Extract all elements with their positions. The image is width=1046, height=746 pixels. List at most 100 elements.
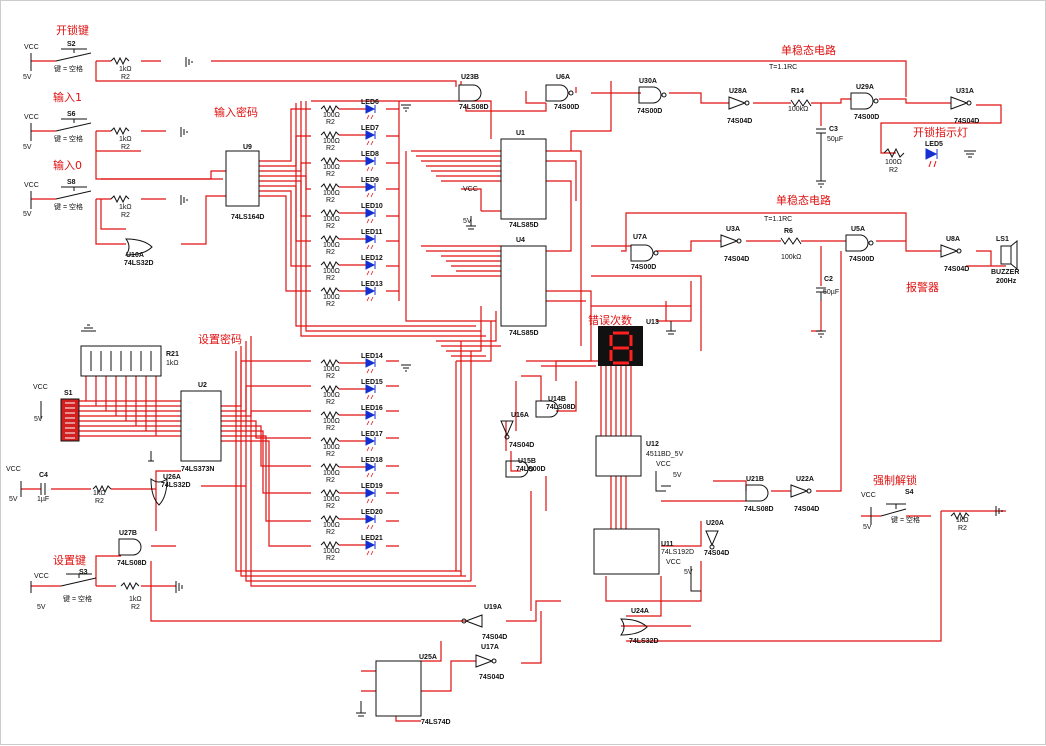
vcc-label: VCC [24,182,39,189]
resistor-value: 100Ω [323,216,340,223]
led-arrows [366,420,374,426]
gate-bubble [806,488,812,494]
switch-s2[interactable]: VCC 5V S2 键 = 空格 1kΩ R2 [23,41,132,81]
buzzer-ref: LS1 [996,236,1009,243]
switch-ref: S4 [905,489,914,496]
led-arrows [366,524,374,530]
switch-s4[interactable]: VCC 5V S4 键 = 空格 1kΩ R2 [861,489,969,532]
led-arrows [366,270,374,276]
led-arrows [366,498,374,504]
led-ref: LED13 [361,281,383,288]
gate-part: 74LS32D [124,260,154,267]
volt-u11: 5V [684,569,693,576]
led-arrows [366,166,374,172]
vcc-u1: VCC [463,186,478,193]
gate-part: 74S00D [637,108,662,115]
vcc-label: VCC [861,492,876,499]
resistor-zigzag [110,56,130,66]
gate-body [705,530,719,547]
chip-u2 [180,390,222,462]
resistor-zigzag [950,511,970,521]
led-symbol [365,410,376,420]
gate-part: 74S04D [704,550,729,557]
gate-bubble [873,98,879,104]
gate-body [150,478,168,506]
resistor-ref: R2 [326,425,335,432]
label-error-count: 错误次数 [588,313,632,327]
resistor-zigzag [320,208,340,218]
led-ref: LED12 [361,255,383,262]
gate-bubble [744,100,750,106]
led-ref: LED6 [361,99,379,106]
resistor-value: 100Ω [323,418,340,425]
chip-u1-part: 74LS85D [509,222,539,229]
gate-bubble [868,240,874,246]
led-symbol [365,286,376,296]
switch-key: 键 = 空格 [63,594,92,603]
led-ref: LED7 [361,125,379,132]
led-symbol [365,540,376,550]
gate-part: 74S04D [482,634,507,641]
switch-ref: S6 [67,111,76,118]
led-arrows [366,472,374,478]
dip-switch [60,398,80,442]
timing-circuit-2 [780,237,826,301]
gate-bubble [491,658,497,664]
resistor-zigzag [320,384,340,394]
led-ref: LED14 [361,353,383,360]
vcc-label: VCC [34,573,49,580]
c3-ref: C3 [829,126,838,133]
led-arrows [366,394,374,400]
switch-key: 键 = 空格 [54,134,83,143]
label-monostable-2: 单稳态电路 [776,193,831,207]
switch-key: 键 = 空格 [54,64,83,73]
gate-bubble [956,248,962,254]
led-symbol [365,260,376,270]
resistor-ref: R2 [326,223,335,230]
led-arrows [366,296,374,302]
led-symbol [365,436,376,446]
led-symbol [365,234,376,244]
label-force-unlock: 强制解锁 [873,473,917,487]
resistor-value: 100Ω [323,548,340,555]
led-arrows [366,114,374,120]
vcc-u12: VCC [656,461,671,468]
switch-s8[interactable]: VCC 5V S8 键 = 空格 1kΩ R2 [23,179,132,219]
r6-value: 100kΩ [781,254,801,261]
gate-part: 74S04D [954,118,979,125]
resistor-zigzag [110,194,130,204]
volt-label: 5V [23,74,32,81]
resistor-ref: R2 [326,373,335,380]
gate-part: 74S04D [479,674,504,681]
switch-s3[interactable]: VCC 5V S3 键 = 空格 1kΩ R2 [34,569,142,611]
led-symbol [365,384,376,394]
chip-u4 [500,245,547,327]
resistor-ref: R2 [326,529,335,536]
resistor-ref: R2 [326,477,335,484]
label-alarm: 报警器 [906,280,939,294]
gate-bubble [528,466,534,472]
chip-u13-ref: U13 [646,319,659,326]
switch-s6[interactable]: VCC 5V S6 键 = 空格 1kΩ R2 [23,111,132,151]
chip-u9 [225,150,260,207]
resistor-zigzag [320,286,340,296]
led-symbol [365,182,376,192]
gate-bubble [736,238,742,244]
gate-body [940,244,959,258]
rnet-ref: R21 [166,351,179,358]
chip-u25-ref: U25A [419,654,437,661]
led-symbol [365,514,376,524]
chip-u2-ref: U2 [198,382,207,389]
resistor-zigzag [320,234,340,244]
resistor-ref: R2 [326,301,335,308]
resistor-ref: R2 [131,604,140,611]
